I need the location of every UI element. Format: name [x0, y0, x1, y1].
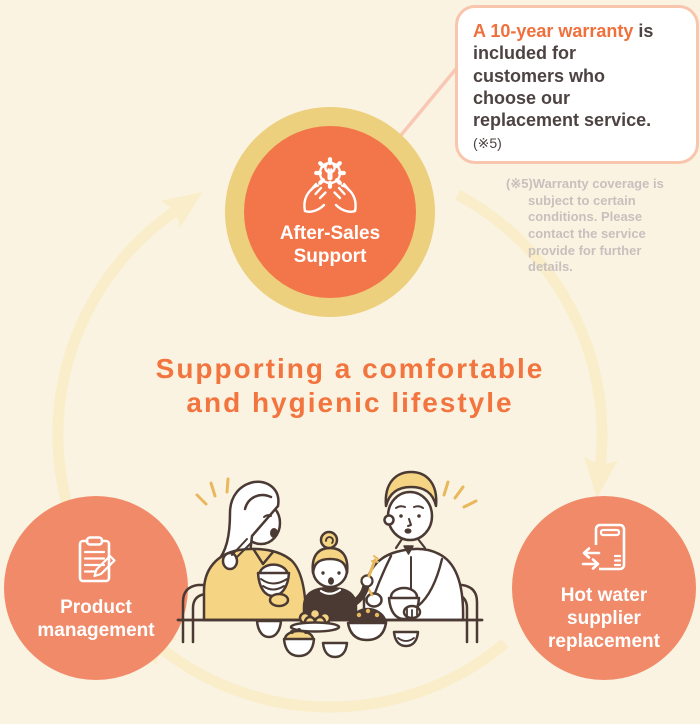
- mother-figure: [202, 480, 308, 622]
- callout-line5: replacement service.: [473, 110, 652, 131]
- center-heading-line1: Supporting a comfortable: [155, 353, 545, 384]
- family-dinner-illustration: [176, 470, 484, 659]
- callout-footnote: (※5): [473, 134, 502, 151]
- after-sales-label: After-Sales Support: [279, 222, 381, 267]
- center-heading-line2: and hygienic lifestyle: [186, 387, 514, 419]
- father-figure: [360, 470, 465, 622]
- center-heading: Supporting a comfortable and hygienic li…: [0, 352, 700, 420]
- node-after-sales-support: After-Sales Support: [244, 126, 416, 298]
- node-hot-water-supplier-replacement: Hot water supplier replacement: [512, 496, 696, 680]
- chair-left: [181, 583, 210, 644]
- sparkles-left: [195, 477, 230, 506]
- callout-line3: customers who: [473, 65, 606, 86]
- warranty-callout: A 10-year warranty is included for custo…: [455, 5, 699, 164]
- warranty-side-note: (※5)Warranty coverage is subject to cert…: [506, 176, 664, 275]
- product-management-label: Product management: [37, 596, 155, 641]
- callout-line4: choose our: [473, 87, 571, 108]
- node-product-management: Product management: [4, 496, 188, 680]
- cycle-arc-bottom: [134, 627, 509, 713]
- hands-gear-icon: [303, 156, 357, 213]
- hot-water-label: Hot water supplier replacement: [548, 585, 660, 652]
- callout-line2: included for: [473, 43, 576, 64]
- water-heater-swap-icon: [579, 523, 626, 573]
- callout-line1: A 10-year warranty is: [473, 21, 654, 41]
- cycle-arc-right: [455, 189, 618, 499]
- callout-highlight: A 10-year warranty: [473, 21, 634, 41]
- table-dishes: [255, 607, 420, 659]
- sparkles-right: [442, 480, 478, 509]
- clipboard-pencil-icon: [78, 535, 116, 583]
